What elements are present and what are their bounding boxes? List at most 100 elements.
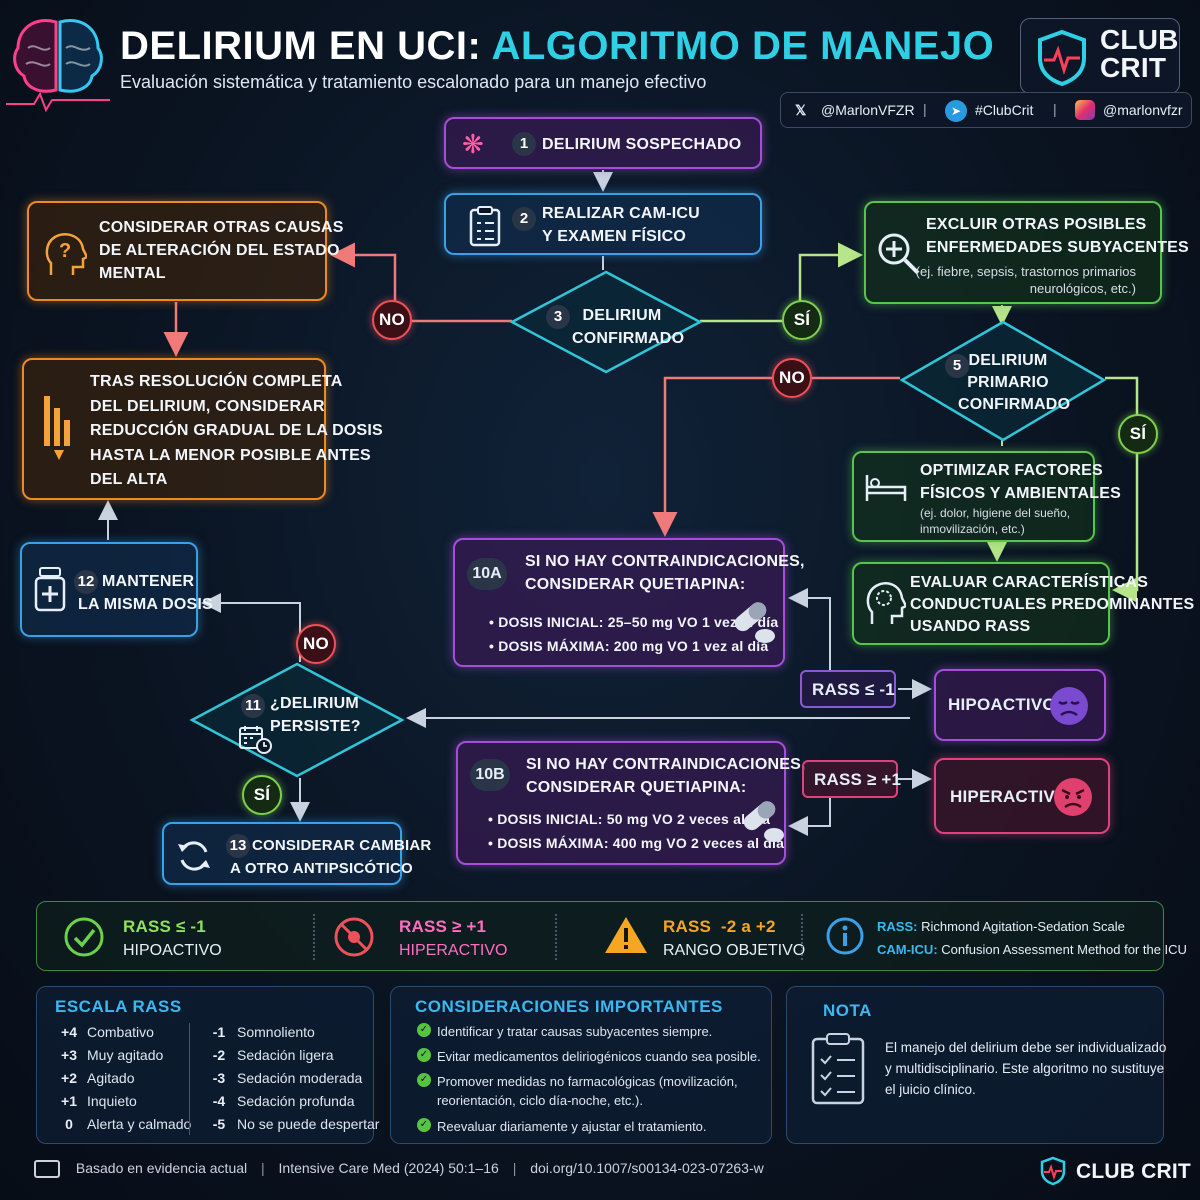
legend-target-rass: RASS -2 a +2 xyxy=(663,917,776,936)
footer-text: Basado en evidencia actual xyxy=(75,1160,248,1176)
page-title: DELIRIUM EN UCI: ALGORITMO DE MANEJO xyxy=(120,24,995,68)
brain-icon: ❋ xyxy=(462,129,484,159)
step-number: 12 xyxy=(74,570,98,594)
clipboard-icon xyxy=(469,206,501,247)
step-number: 2 xyxy=(512,207,536,231)
rass-description: Combativo xyxy=(87,1024,154,1040)
hypoactive-label: HIPOACTIVO xyxy=(948,695,1056,714)
pill-capsule-icon xyxy=(743,801,784,842)
rass-description: No se puede despertar xyxy=(237,1116,380,1132)
footer-citation: Basado en evidencia actual | Intensive C… xyxy=(34,1160,764,1179)
angry-face-icon xyxy=(1054,778,1092,816)
rass-score: +2 xyxy=(61,1070,77,1086)
separator: | xyxy=(1053,101,1057,117)
x-handle[interactable]: @MarlonVFZR xyxy=(821,102,915,118)
branch-no-badge: NO xyxy=(772,358,812,398)
rass-scale-row: +1 Inquieto xyxy=(55,1090,191,1113)
condition-label: RASS ≥ +1 xyxy=(814,770,902,789)
panel-title: NOTA xyxy=(823,1001,872,1020)
rass-high-condition: RASS ≥ +1 xyxy=(802,760,902,798)
pill-capsule-icon xyxy=(734,602,775,643)
svg-text:?: ? xyxy=(59,240,71,262)
refresh-cycle-icon xyxy=(178,841,210,871)
rass-score: -5 xyxy=(212,1116,226,1132)
brain-logo-icon xyxy=(6,19,110,112)
instagram-handle[interactable]: @marlonvfzr xyxy=(1103,102,1183,118)
rass-score: +1 xyxy=(61,1093,77,1109)
footer-doi-link[interactable]: doi.org/10.1007/s00134-023-07263-w xyxy=(530,1160,764,1176)
consideration-item-continued: reorientación, ciclo día-noche, etc.). xyxy=(437,1093,643,1108)
consideration-item: ✓Evitar medicamentos deliriogénicos cuan… xyxy=(417,1048,761,1066)
branch-si-badge: SÍ xyxy=(782,300,822,340)
hypoactive-box: HIPOACTIVO xyxy=(934,669,1106,741)
node-label: SI NO HAY CONTRAINDICACIONES,CONSIDERAR … xyxy=(525,553,805,593)
rass-scale-row: -5 No se puede despertar xyxy=(205,1113,380,1136)
consideration-item: ✓Reevaluar diariamente y ajustar el trat… xyxy=(417,1118,707,1136)
page-subtitle: Evaluación sistemática y tratamiento esc… xyxy=(120,72,707,92)
shield-heartbeat-icon xyxy=(1040,1156,1066,1186)
step-number: 10B xyxy=(470,759,510,791)
rass-score: +4 xyxy=(61,1024,77,1040)
rass-description: Sedación moderada xyxy=(237,1070,363,1086)
info-icon xyxy=(826,917,864,955)
rass-score: -1 xyxy=(212,1024,226,1040)
magnifier-plus-icon xyxy=(878,233,920,275)
rass-score: 0 xyxy=(65,1116,73,1132)
node-10b-quetiapine: 10B SI NO HAY CONTRAINDICACIONES,CONSIDE… xyxy=(456,741,805,865)
legend-hypo-label: HIPOACTIVO xyxy=(123,942,222,959)
consideration-item: ✓Promover medidas no farmacológicas (mov… xyxy=(417,1073,738,1091)
calendar-clock-icon xyxy=(239,726,272,754)
rass-description: Inquieto xyxy=(87,1093,137,1109)
rass-scale-row: -1 Somnoliento xyxy=(205,1021,379,1044)
bed-icon xyxy=(865,475,907,501)
dose-list: • DOSIS INICIAL: 25–50 mg VO 1 vez al dí… xyxy=(489,614,779,654)
panel-title: ESCALA RASS xyxy=(55,997,182,1016)
rass-description: Somnoliento xyxy=(237,1024,315,1040)
step-number: 5 xyxy=(945,354,969,378)
legend-hyper-label: HIPERACTIVO xyxy=(399,942,508,959)
note-panel: NOTA El manejo del delirium debe ser ind… xyxy=(786,986,1166,1144)
rass-scale-row: +2 Agitado xyxy=(55,1067,191,1090)
node-5-diamond xyxy=(899,320,1107,442)
telegram-icon: ➤ xyxy=(945,100,967,122)
panel-title: CONSIDERACIONES IMPORTANTES xyxy=(415,997,723,1016)
node-3-diamond xyxy=(509,270,703,374)
divider xyxy=(189,1023,190,1135)
legend-target-label: RANGO OBJETIVO xyxy=(663,942,806,959)
step-number: 1 xyxy=(512,132,536,156)
node-note: (ej. dolor, higiene del sueño,inmoviliza… xyxy=(920,506,1071,536)
rass-low-condition: RASS ≤ -1 xyxy=(800,670,896,708)
rass-score: -2 xyxy=(212,1047,226,1063)
social-bar: 𝕏 @MarlonVFZR | ➤ #ClubCrit | @marlonvfz… xyxy=(780,92,1192,128)
consideration-item: ✓Identificar y tratar causas subyacentes… xyxy=(417,1023,712,1041)
branch-no-badge: NO xyxy=(372,300,412,340)
divider xyxy=(313,914,315,960)
x-icon: 𝕏 xyxy=(795,102,807,118)
check-icon: ✓ xyxy=(417,1023,431,1037)
branch-si-badge: SÍ xyxy=(242,775,282,815)
legend-def-rass: RASS: Richmond Agitation-Sedation Scale xyxy=(877,919,1125,934)
hyperactive-label: HIPERACTIVO xyxy=(950,787,1069,806)
node-label: DELIRIUM SOSPECHADO xyxy=(542,136,742,153)
rass-description: Agitado xyxy=(87,1070,135,1086)
telegram-handle[interactable]: #ClubCrit xyxy=(975,102,1034,118)
